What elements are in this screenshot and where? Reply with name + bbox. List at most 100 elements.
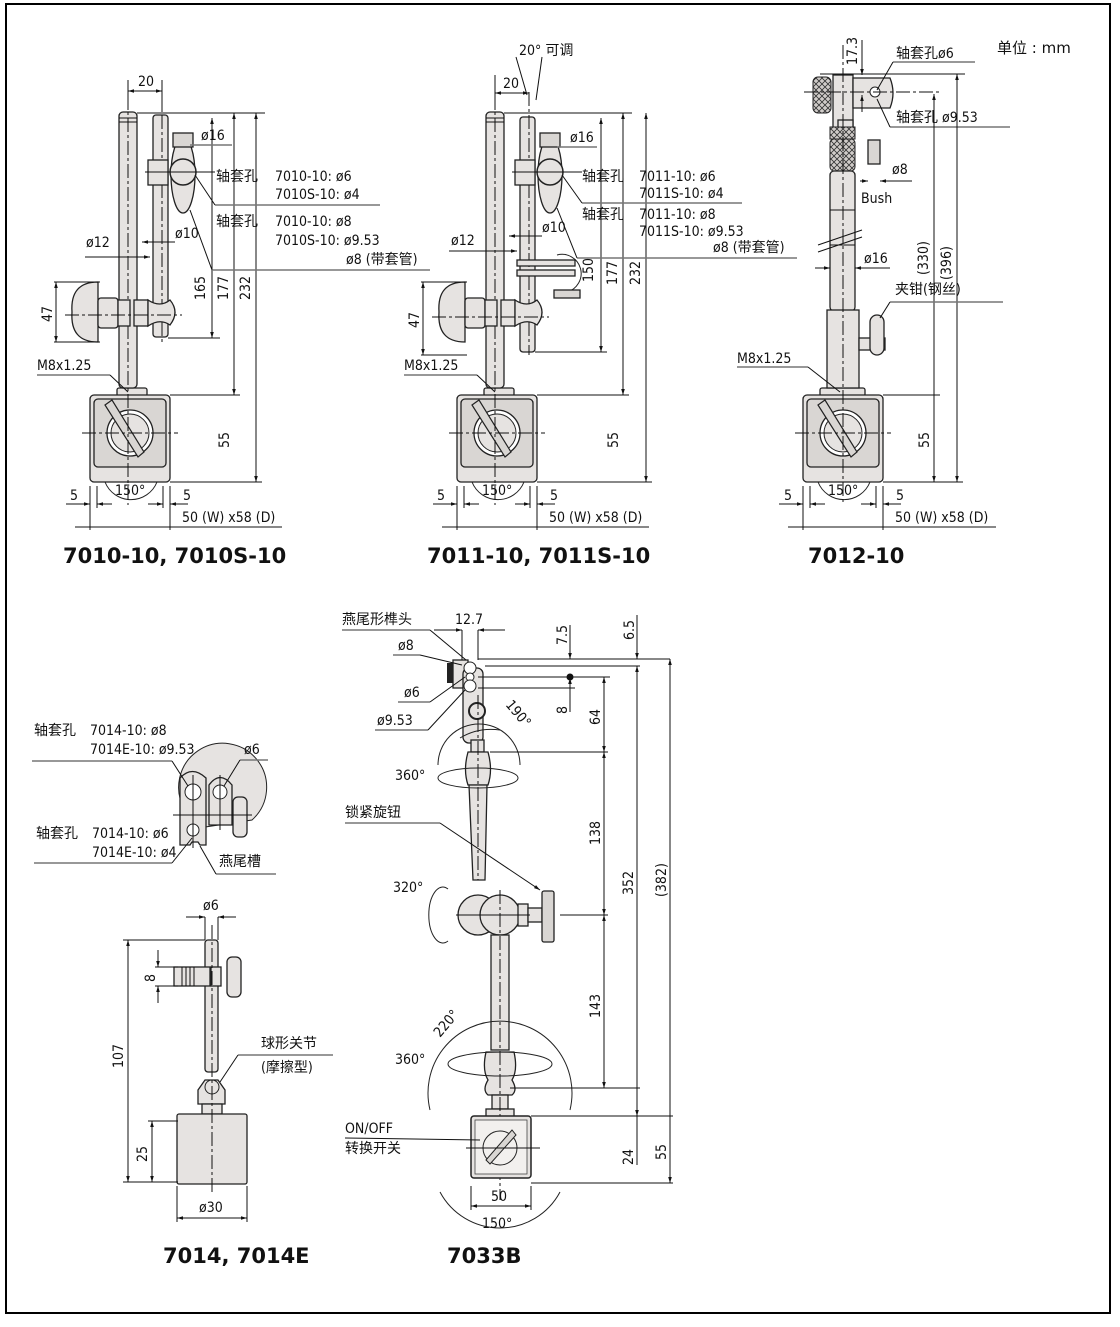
dim-55: 55: [217, 432, 233, 448]
model-title-7033: 7033B: [447, 1244, 521, 1268]
holder-detail-7014: [173, 742, 268, 848]
hole2-line2: 7010S-10: ø9.53: [275, 233, 380, 249]
hole1-label: 轴套孔: [216, 169, 258, 185]
dim-64: 64: [588, 709, 604, 725]
adjust-label: 20° 可调: [519, 43, 573, 59]
rotation-320: 320°: [393, 880, 423, 896]
dim-330: (330): [916, 241, 932, 275]
dim-5-left: 5: [70, 488, 78, 504]
dovetail-tenon-label: 燕尾形榫头: [342, 612, 412, 628]
rotation-360-bottom: 360°: [395, 1052, 425, 1068]
dim-55: 55: [606, 432, 622, 448]
angle-label: 150°: [115, 483, 145, 499]
model-title-7014: 7014, 7014E: [163, 1244, 310, 1268]
model-title-7012: 7012-10: [808, 544, 904, 568]
dovetail-slot-label: 燕尾槽: [219, 854, 261, 870]
unit-label: 单位 : mm: [997, 39, 1071, 57]
hole2-line1: 7011-10: ø8: [639, 207, 716, 223]
dim-382: (382): [654, 863, 670, 897]
dim-8: 8: [555, 706, 571, 714]
model-title-7011: 7011-10, 7011S-10: [427, 544, 650, 568]
base-size: 50 (W) x58 (D): [549, 510, 642, 526]
hole1-line2: 7011S-10: ø4: [639, 186, 724, 202]
clamp-label: 夹钳(钢丝): [895, 282, 961, 298]
d6-label: ø6: [404, 685, 420, 701]
flexible-arm-7012: [804, 45, 940, 505]
hole2-line3: ø8 (带套管): [346, 252, 418, 268]
drawing-7012: 17.3 轴套孔ø6 轴套孔 ø9.53 ø8 Bush ø16 (330) (…: [737, 37, 1010, 568]
lock-knob-label: 锁紧旋钮: [345, 805, 401, 821]
angle-190: 190°: [502, 697, 534, 731]
switch-label-en: ON/OFF: [345, 1121, 393, 1137]
hole1-line1: 7014-10: ø8: [90, 723, 167, 739]
angle-150: 150°: [482, 1216, 512, 1232]
dim-177: 177: [605, 261, 621, 285]
angle-label: 150°: [828, 483, 858, 499]
d6-label: ø6: [203, 898, 219, 914]
dim-12-7: 12.7: [455, 612, 483, 628]
hole1-line2: 7010S-10: ø4: [275, 187, 360, 203]
hole2-line1: 7014-10: ø6: [92, 826, 169, 842]
model-title-7010: 7010-10, 7010S-10: [63, 544, 286, 568]
dim-8: 8: [143, 974, 159, 982]
d30-label: ø30: [199, 1200, 223, 1216]
hole2-label: 轴套孔: [36, 826, 78, 842]
column-7010: [65, 92, 215, 505]
angle-220: 220°: [431, 1007, 463, 1041]
switch-label-cn: 转换开关: [345, 1140, 401, 1157]
d16-label: ø16: [570, 130, 594, 146]
d9-53-label: ø9.53: [377, 713, 413, 729]
rotation-360-top: 360°: [395, 768, 425, 784]
magnetic-base-7033: [439, 1115, 561, 1229]
hole2-line2: 7014E-10: ø4: [92, 845, 177, 861]
d8-label: ø8: [892, 162, 908, 178]
hole2-label: 轴套孔 ø9.53: [896, 110, 978, 126]
d10-label: ø10: [175, 226, 199, 242]
dim-47: 47: [40, 306, 56, 322]
d8-label: ø8: [398, 638, 414, 654]
hole2-label: 轴套孔: [582, 207, 624, 223]
dim-138: 138: [588, 821, 604, 845]
dimensions-7012: 17.3 轴套孔ø6 轴套孔 ø9.53 ø8 Bush ø16 (330) (…: [737, 37, 1010, 530]
dim-5-left: 5: [784, 488, 792, 504]
dim-24: 24: [621, 1149, 637, 1165]
dim-20: 20: [503, 76, 519, 92]
dimensions-7014: ø6 8 107 25 ø30 球形关节 (摩擦型): [111, 898, 333, 1222]
hole1-line2: 7014E-10: ø9.53: [90, 742, 195, 758]
hole2-line3: ø8 (带套管): [713, 240, 785, 256]
dim-352: 352: [621, 871, 637, 895]
d10-label: ø10: [542, 220, 566, 236]
dim-55: 55: [917, 432, 933, 448]
d16-label: ø16: [864, 251, 888, 267]
hole1-line1: 7011-10: ø6: [639, 169, 716, 185]
dim-232: 232: [238, 276, 254, 300]
dim-17-3: 17.3: [845, 37, 861, 65]
hole1-label: 轴套孔: [582, 169, 624, 185]
d12-label: ø12: [86, 235, 110, 251]
hole1-label: 轴套孔ø6: [896, 46, 954, 62]
dim-5-left: 5: [437, 488, 445, 504]
dim-50: 50: [491, 1189, 507, 1205]
dimensions-7010: 20 165 177 232 55 47 ø16 轴套孔 7010-10: ø6…: [37, 74, 430, 530]
ball-joint-label: 球形关节: [261, 1036, 317, 1052]
column-7011: [432, 92, 582, 505]
dim-55: 55: [654, 1144, 670, 1160]
dim-47: 47: [407, 312, 423, 328]
dim-165: 165: [193, 276, 209, 300]
dim-177: 177: [216, 276, 232, 300]
drawing-7033: 燕尾形榫头 12.7 ø8 ø6 ø9.53 7.5 8 6.5: [342, 612, 673, 1268]
bush-label: Bush: [861, 191, 892, 207]
d12-label: ø12: [451, 233, 475, 249]
hole2-line1: 7010-10: ø8: [275, 214, 352, 230]
stand-7014: [173, 925, 248, 1195]
arm-7033: [427, 659, 573, 1200]
thread-label: M8x1.25: [737, 351, 791, 367]
magnetic-base-7011: [449, 387, 545, 501]
angle-label: 150°: [482, 483, 512, 499]
dim-232: 232: [628, 261, 644, 285]
dim-396: (396): [939, 246, 955, 280]
d16-label: ø16: [201, 128, 225, 144]
dim-6-5: 6.5: [622, 620, 638, 640]
drawing-7010: 20 165 177 232 55 47 ø16 轴套孔 7010-10: ø6…: [37, 74, 430, 568]
